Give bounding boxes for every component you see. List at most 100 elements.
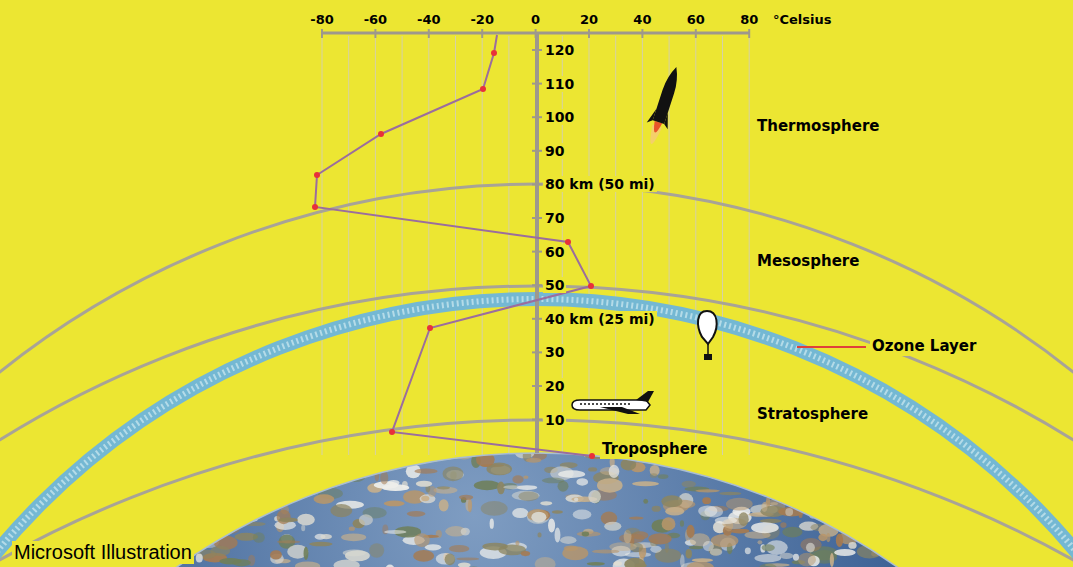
earth-patch (818, 491, 841, 504)
earth-patch (857, 545, 882, 559)
axis-tick (532, 284, 542, 286)
grid-line (749, 36, 750, 455)
temperature-tick-label: -20 (468, 13, 496, 28)
earth-patch (686, 549, 692, 558)
earth-patch (190, 500, 208, 503)
axis-tick (374, 29, 376, 38)
temperature-tick-label: -40 (415, 13, 443, 28)
earth-patch (806, 478, 826, 486)
earth-patch (836, 534, 843, 548)
earth-patch (515, 541, 519, 546)
earth-patch (385, 565, 394, 567)
earth-patch (588, 467, 597, 471)
axes (322, 29, 749, 453)
earth-patch (632, 481, 659, 486)
earth-disc (0, 453, 1073, 567)
earth-patch (759, 564, 778, 567)
axis-tick (532, 419, 542, 421)
earth-patch (512, 491, 540, 501)
airplane-icon (572, 391, 654, 414)
earth-patch (548, 518, 555, 532)
temperature-curve (315, 35, 592, 456)
earth-patch (174, 514, 195, 520)
earth-patch (861, 455, 871, 460)
earth-patch (349, 526, 355, 530)
axis-tick (695, 29, 697, 38)
earth-patch (518, 491, 538, 501)
layer-name: Mesosphere (755, 253, 861, 270)
earth-patch (421, 496, 429, 501)
earth-patch (214, 475, 241, 488)
earth-patch (309, 449, 324, 459)
earth-patch (816, 507, 839, 513)
earth-patch (223, 457, 244, 468)
earth-patch (179, 513, 183, 522)
earth-patch (830, 553, 834, 567)
earth-patch (320, 534, 332, 539)
earth-patch (312, 476, 335, 480)
axis-tick (748, 29, 750, 38)
grid-line (402, 36, 403, 455)
earth-patch (503, 485, 522, 489)
earth-patch (212, 450, 226, 456)
earth-patch (738, 512, 748, 526)
axis-tick (532, 49, 542, 51)
earth-patch (582, 532, 590, 537)
earth-patch (270, 470, 290, 484)
temperature-tick-label: 60 (685, 13, 707, 28)
earth-patch (626, 528, 640, 534)
earth-patch (474, 481, 500, 491)
earth-patch (604, 522, 621, 531)
earth-patch (384, 501, 405, 507)
earth-patch (468, 499, 472, 513)
earth-patch (751, 522, 779, 533)
earth-patch (800, 538, 821, 552)
earth-patch (196, 554, 203, 563)
earth-patch (650, 473, 658, 478)
earth-patch (481, 501, 508, 516)
earth-patch (588, 490, 601, 503)
earth-patch (780, 494, 789, 499)
earth-patch (868, 448, 890, 458)
axis-unit-label: °Celsius (771, 13, 834, 28)
earth-patch (523, 475, 528, 479)
earth-patch (449, 545, 469, 552)
earth-patch (702, 497, 711, 504)
earth-patch (861, 533, 878, 543)
earth-patch (795, 492, 808, 507)
leader-line (797, 346, 866, 348)
earth-patch (782, 527, 802, 538)
earth-patch (297, 514, 315, 526)
earth-patch (531, 512, 546, 523)
earth-patch (780, 522, 786, 528)
rocket-fins (647, 107, 673, 129)
temperature-point (588, 283, 594, 289)
axis-tick (532, 351, 542, 353)
earth-patch (868, 510, 886, 522)
earth-patch (263, 462, 277, 466)
earth-patch (558, 470, 585, 478)
grid-line (482, 36, 483, 455)
earth-patch (629, 516, 644, 519)
earth-patch (576, 478, 588, 485)
altitude-tick-label: 60 (543, 244, 566, 260)
earth-patch (252, 471, 265, 482)
earth-patch (796, 465, 807, 472)
earth-patch (555, 528, 561, 543)
earth-patch (903, 511, 910, 520)
axis-tick (532, 318, 542, 320)
earth-patch (785, 508, 793, 516)
temperature-tick-label: 40 (631, 13, 653, 28)
earth-patch (269, 493, 292, 504)
earth-patch (835, 457, 858, 467)
earth-patch (369, 543, 384, 558)
earth-patch (178, 470, 193, 485)
earth-patch (334, 560, 360, 567)
altitude-tick-label: 90 (543, 143, 566, 159)
earth-patch (700, 467, 727, 475)
earth-patch (754, 554, 781, 562)
earth-patch (757, 540, 762, 544)
earth-patch (793, 554, 799, 561)
earth-patch (226, 472, 245, 483)
